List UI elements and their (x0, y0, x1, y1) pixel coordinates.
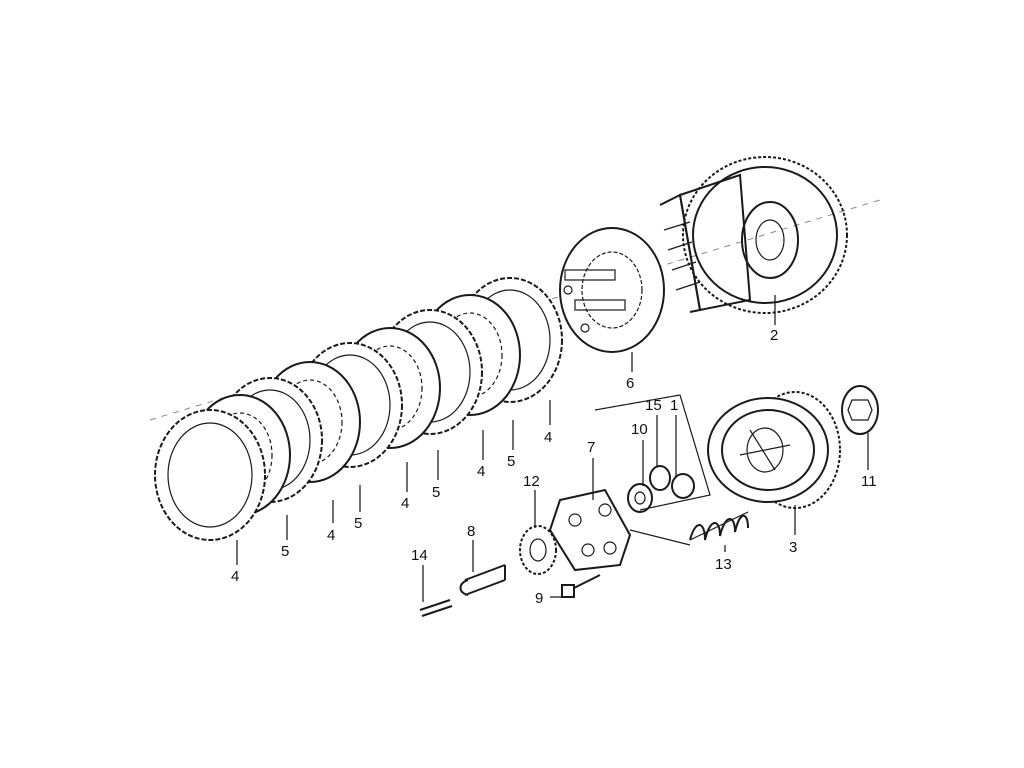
callout-4: 4 (477, 463, 485, 480)
callout-5: 5 (354, 515, 362, 532)
callout-9: 9 (535, 590, 543, 607)
washer (671, 473, 695, 499)
callout-5: 5 (281, 543, 289, 560)
lock-washer (841, 385, 879, 435)
callout-4: 4 (327, 527, 335, 544)
callout-2: 2 (770, 327, 778, 344)
lifter-plate (548, 488, 632, 572)
callout-7: 7 (587, 439, 595, 456)
callout-1: 1 (670, 397, 678, 414)
callout-labels: 1 2 3 4 4 4 4 4 5 5 5 5 6 7 8 9 10 11 12… (231, 327, 877, 607)
lifter-nut (627, 483, 653, 513)
callout-4: 4 (231, 568, 239, 585)
callout-13: 13 (715, 556, 732, 573)
callout-10: 10 (631, 421, 648, 438)
callout-5: 5 (507, 453, 515, 470)
callout-15: 15 (645, 397, 662, 414)
friction-plate (154, 409, 266, 541)
clutch-outer-housing (659, 156, 848, 314)
bolt (561, 574, 601, 598)
clutch-spring (689, 511, 749, 541)
callout-3: 3 (789, 539, 797, 556)
callout-8: 8 (467, 523, 475, 540)
leader-lines (236, 295, 869, 602)
lifter-rod (459, 564, 506, 596)
pressure-plate (559, 227, 665, 353)
callout-11: 11 (861, 473, 877, 490)
bearing (519, 525, 557, 575)
clutch-center-hub (707, 391, 841, 509)
callout-6: 6 (626, 375, 634, 392)
callout-12: 12 (523, 473, 540, 490)
callout-4: 4 (401, 495, 409, 512)
washer (649, 465, 671, 491)
callout-5: 5 (432, 484, 440, 501)
callout-14: 14 (411, 547, 428, 564)
pin (419, 599, 453, 617)
callout-4: 4 (544, 429, 552, 446)
